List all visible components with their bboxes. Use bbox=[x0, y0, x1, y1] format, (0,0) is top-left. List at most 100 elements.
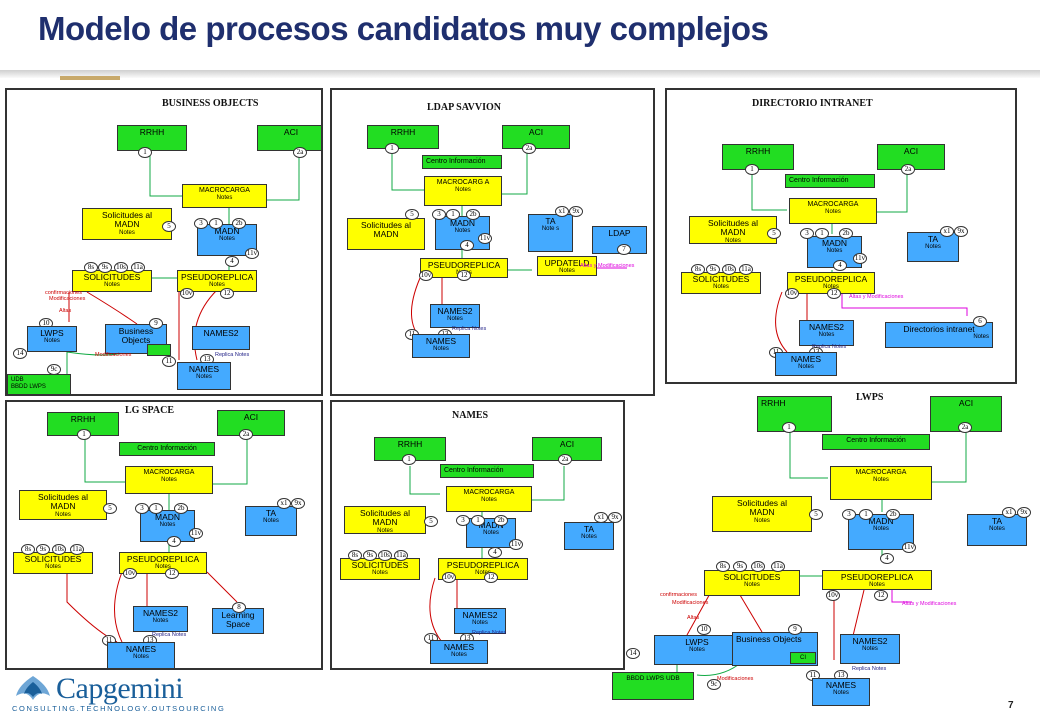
panel-directorio-intranet: DIRECTORIO INTRANET RRHH 1 ACI 2a Centro… bbox=[665, 88, 1017, 384]
step-badge: 10s bbox=[114, 262, 128, 273]
ta-label: TA bbox=[927, 234, 939, 244]
centro-box: Centro Información bbox=[422, 155, 502, 169]
aci-box: ACI bbox=[502, 125, 570, 149]
centro-label: Centro Información bbox=[137, 445, 197, 452]
notes-label: Notes bbox=[45, 564, 61, 571]
step-badge: 9s bbox=[36, 544, 50, 555]
names2-label: NAMES2 bbox=[143, 608, 178, 618]
step-badge: 3 bbox=[135, 503, 149, 514]
names-label: NAMES bbox=[188, 364, 220, 374]
notes-label: Notes bbox=[973, 334, 989, 341]
step-badge: 10v bbox=[785, 288, 799, 299]
step-badge: x1 bbox=[940, 226, 954, 237]
madn-label: MADN bbox=[214, 226, 240, 236]
notes-label: Notes bbox=[209, 282, 225, 289]
step-badge: 8s bbox=[21, 544, 35, 555]
aci-label: ACI bbox=[528, 127, 544, 137]
edge-label-modificaciones: Modificaciones bbox=[672, 600, 709, 606]
panel-title: LG SPACE bbox=[125, 405, 174, 416]
step-badge: 11v bbox=[853, 253, 867, 264]
solicitudes-label: SOLICITUDES bbox=[351, 560, 409, 570]
edge-label-modificaciones: Modificaciones bbox=[95, 352, 132, 358]
madn-label: MADN bbox=[114, 219, 140, 230]
names2-label: NAMES2 bbox=[437, 306, 473, 316]
notes-label: Notes bbox=[55, 511, 71, 518]
panel-ldap-savvion: LDAP SAVVION RRHH 1 ACI 2a Centro Inform… bbox=[330, 88, 655, 396]
step-badge: 12 bbox=[874, 590, 888, 601]
edge-label-altas: Altas bbox=[59, 308, 72, 314]
notes-label: Notes bbox=[873, 526, 889, 533]
notes-label: Notes bbox=[152, 618, 169, 625]
madn-label: MADN bbox=[449, 218, 476, 228]
centro-label: Centro Información bbox=[426, 158, 486, 165]
step-badge: 1 bbox=[402, 454, 416, 465]
lwps-label: LWPS bbox=[40, 328, 64, 338]
step-badge: 11a bbox=[739, 264, 753, 275]
step-badge: 9c bbox=[707, 679, 721, 690]
centro-box: Centro Información bbox=[785, 174, 875, 188]
madn-label: MADN bbox=[821, 238, 848, 248]
notes-label: Notes bbox=[104, 282, 120, 289]
notes-label: Notes bbox=[481, 496, 497, 503]
capgemini-logo: Capgemini CONSULTING.TECHNOLOGY.OUTSOURC… bbox=[12, 672, 224, 716]
step-badge: 10 bbox=[697, 624, 711, 635]
udb-box: BBDD LWPS UDB bbox=[612, 672, 694, 700]
step-badge: 3 bbox=[456, 515, 470, 526]
step-badge: 2a bbox=[522, 143, 536, 154]
notes-label: Notes bbox=[155, 564, 171, 571]
step-badge: 10v bbox=[442, 572, 456, 583]
step-badge: 9x bbox=[954, 226, 968, 237]
notes-label: Notes bbox=[263, 518, 279, 525]
lwps-label: LWPS bbox=[685, 637, 709, 647]
madn-label: MADN bbox=[372, 517, 398, 528]
ace-icon bbox=[16, 676, 50, 700]
edge-label-replica: Replica Notes bbox=[452, 326, 487, 332]
step-badge: 2b bbox=[174, 503, 188, 514]
step-badge: 4 bbox=[167, 536, 181, 547]
notes-label: Notes bbox=[159, 522, 176, 529]
step-badge: 14 bbox=[13, 348, 27, 359]
notes-label: Notes bbox=[873, 476, 889, 483]
panel-title: LWPS bbox=[856, 392, 884, 403]
step-badge: 5 bbox=[405, 209, 419, 220]
ta-label: TA bbox=[583, 524, 595, 534]
dir-intranet-label: Directorios intranet bbox=[903, 324, 975, 334]
centro-label: Centro Información bbox=[444, 467, 504, 474]
solicitudes-label: SOLICITUDES bbox=[83, 272, 141, 282]
notes-label: Notes bbox=[44, 338, 60, 345]
step-badge: 10s bbox=[378, 550, 392, 561]
solicitudes-madn-box: Solicitudes al MADN bbox=[347, 218, 425, 250]
step-badge: 11 bbox=[162, 356, 176, 367]
notes-label: Notes bbox=[754, 517, 770, 524]
bbdd-lwps-udb-label: BBDD LWPS UDB bbox=[626, 675, 680, 682]
panel-title: LDAP SAVVION bbox=[427, 102, 501, 113]
step-badge: 9x bbox=[608, 512, 622, 523]
panel-title: NAMES bbox=[452, 410, 489, 421]
aci-box: ACI bbox=[257, 125, 321, 151]
notes-label: Notes bbox=[925, 244, 941, 251]
step-badge: x1 bbox=[277, 498, 291, 509]
edge-label-confirmaciones: confirmaciones bbox=[45, 290, 82, 296]
step-badge: 2b bbox=[839, 228, 853, 239]
centro-box: Centro Información bbox=[119, 442, 215, 456]
notes-label: Notes bbox=[472, 620, 488, 627]
notes-label: Notes bbox=[216, 194, 233, 201]
notes-label: Notes bbox=[744, 582, 760, 589]
notes-label: Notes bbox=[559, 268, 575, 275]
step-badge: 8s bbox=[691, 264, 705, 275]
